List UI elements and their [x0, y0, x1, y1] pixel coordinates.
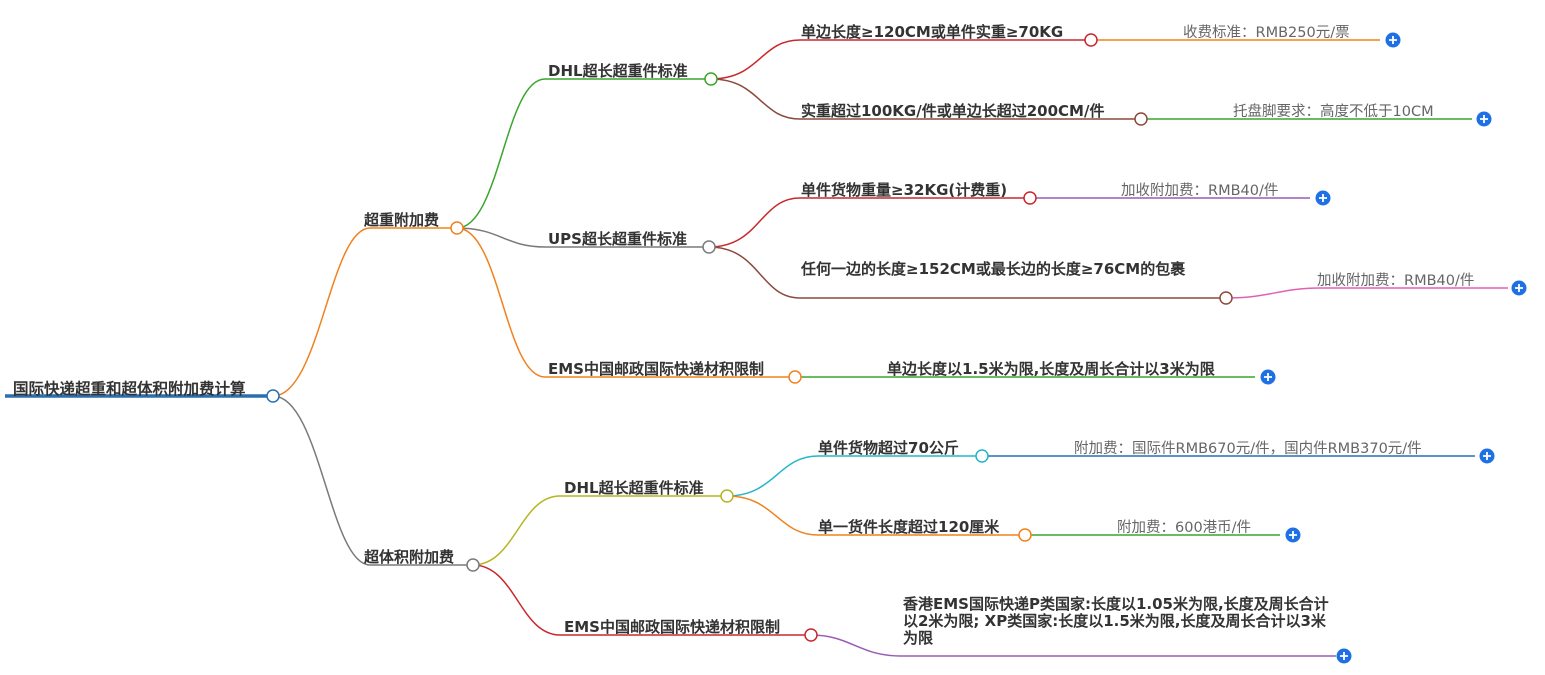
edge-overweight-dhl: [456, 78, 711, 229]
edge-ups-note2: [1225, 287, 1508, 299]
edge-dhl2-cond1: [726, 455, 982, 497]
node-overweight[interactable]: 超重附加费: [364, 211, 440, 229]
node-circle-root: [266, 389, 280, 403]
node-ups-cond1[interactable]: 单件货物重量≥32KG(计费重): [801, 181, 1008, 199]
node-dhl-oversize[interactable]: DHL超长超重件标准: [564, 479, 704, 497]
node-circle-dhl: [704, 72, 718, 86]
node-circle-ups: [702, 240, 716, 254]
edge-oversize-dhl: [472, 495, 727, 566]
note-dhl-cond1[interactable]: 收费标准：RMB250元/票: [1183, 25, 1350, 41]
node-oversize[interactable]: 超体积附加费: [364, 548, 455, 566]
edge-dhl-cond1: [710, 39, 1091, 80]
node-circle-overweight: [450, 221, 464, 235]
node-circle-dhl2-cond1: [975, 449, 989, 463]
note-ems-oversize[interactable]: 香港EMS国际快递P类国家:长度以1.05米为限,长度及周长合计以2米为限; X…: [903, 595, 1329, 647]
node-ups-cond2[interactable]: 任何一边的长度≥152CM或最长边的长度≥76CM的包裹: [801, 260, 1186, 278]
node-dhl-cond2[interactable]: 实重超过100KG/件或单边长超过200CM/件: [801, 102, 1105, 120]
edge-dhl2-cond2: [726, 495, 1025, 536]
edge-overweight-ups: [456, 227, 709, 248]
node-circle-ems2: [804, 628, 818, 642]
note-ups-cond2[interactable]: 加收附加费：RMB40/件: [1317, 273, 1475, 289]
note-ems-overweight[interactable]: 单边长度以1.5米为限,长度及周长合计以3米为限: [887, 360, 1215, 378]
edge-ups-cond2: [708, 246, 1226, 299]
node-dhl-overweight[interactable]: DHL超长超重件标准: [548, 62, 688, 80]
edge-overweight-ems: [456, 227, 795, 378]
node-circle-dhl2: [720, 489, 734, 503]
node-circle-ups-cond1: [1023, 191, 1037, 205]
node-circle-dhl2-cond2: [1018, 528, 1032, 542]
note-dhl-cond2[interactable]: 托盘脚要求：高度不低于10CM: [1233, 104, 1434, 120]
edge-root-overweight: [272, 227, 457, 397]
note-dhl2-cond2[interactable]: 附加费：600港币/件: [1117, 520, 1252, 536]
edge-dhl-cond2: [710, 78, 1141, 120]
edge-oversize-ems: [472, 564, 811, 636]
node-ems-oversize[interactable]: EMS中国邮政国际快递材积限制: [564, 618, 780, 636]
note-ups-cond1[interactable]: 加收附加费：RMB40/件: [1121, 183, 1279, 199]
node-ems-overweight[interactable]: EMS中国邮政国际快递材积限制: [548, 360, 764, 378]
node-circle-ups-cond2: [1219, 291, 1233, 305]
node-dhl-cond1[interactable]: 单边长度≥120CM或单件实重≥70KG: [801, 23, 1064, 41]
node-circle-oversize: [466, 558, 480, 572]
node-circle-dhl-cond2: [1134, 112, 1148, 126]
root-node[interactable]: 国际快递超重和超体积附加费计算: [13, 380, 246, 398]
node-dhl2-cond1[interactable]: 单件货物超过70公斤: [818, 439, 959, 457]
edge-ems2-note: [810, 634, 1336, 657]
edge-ups-cond1: [708, 197, 1030, 248]
node-circle-ems: [788, 370, 802, 384]
node-circle-dhl-cond1: [1084, 33, 1098, 47]
edge-root-oversize: [272, 395, 473, 566]
note-dhl2-cond1[interactable]: 附加费：国际件RMB670元/件，国内件RMB370元/件: [1074, 441, 1422, 457]
node-ups-overweight[interactable]: UPS超长超重件标准: [548, 230, 687, 248]
node-dhl2-cond2[interactable]: 单一货件长度超过120厘米: [818, 518, 1000, 536]
